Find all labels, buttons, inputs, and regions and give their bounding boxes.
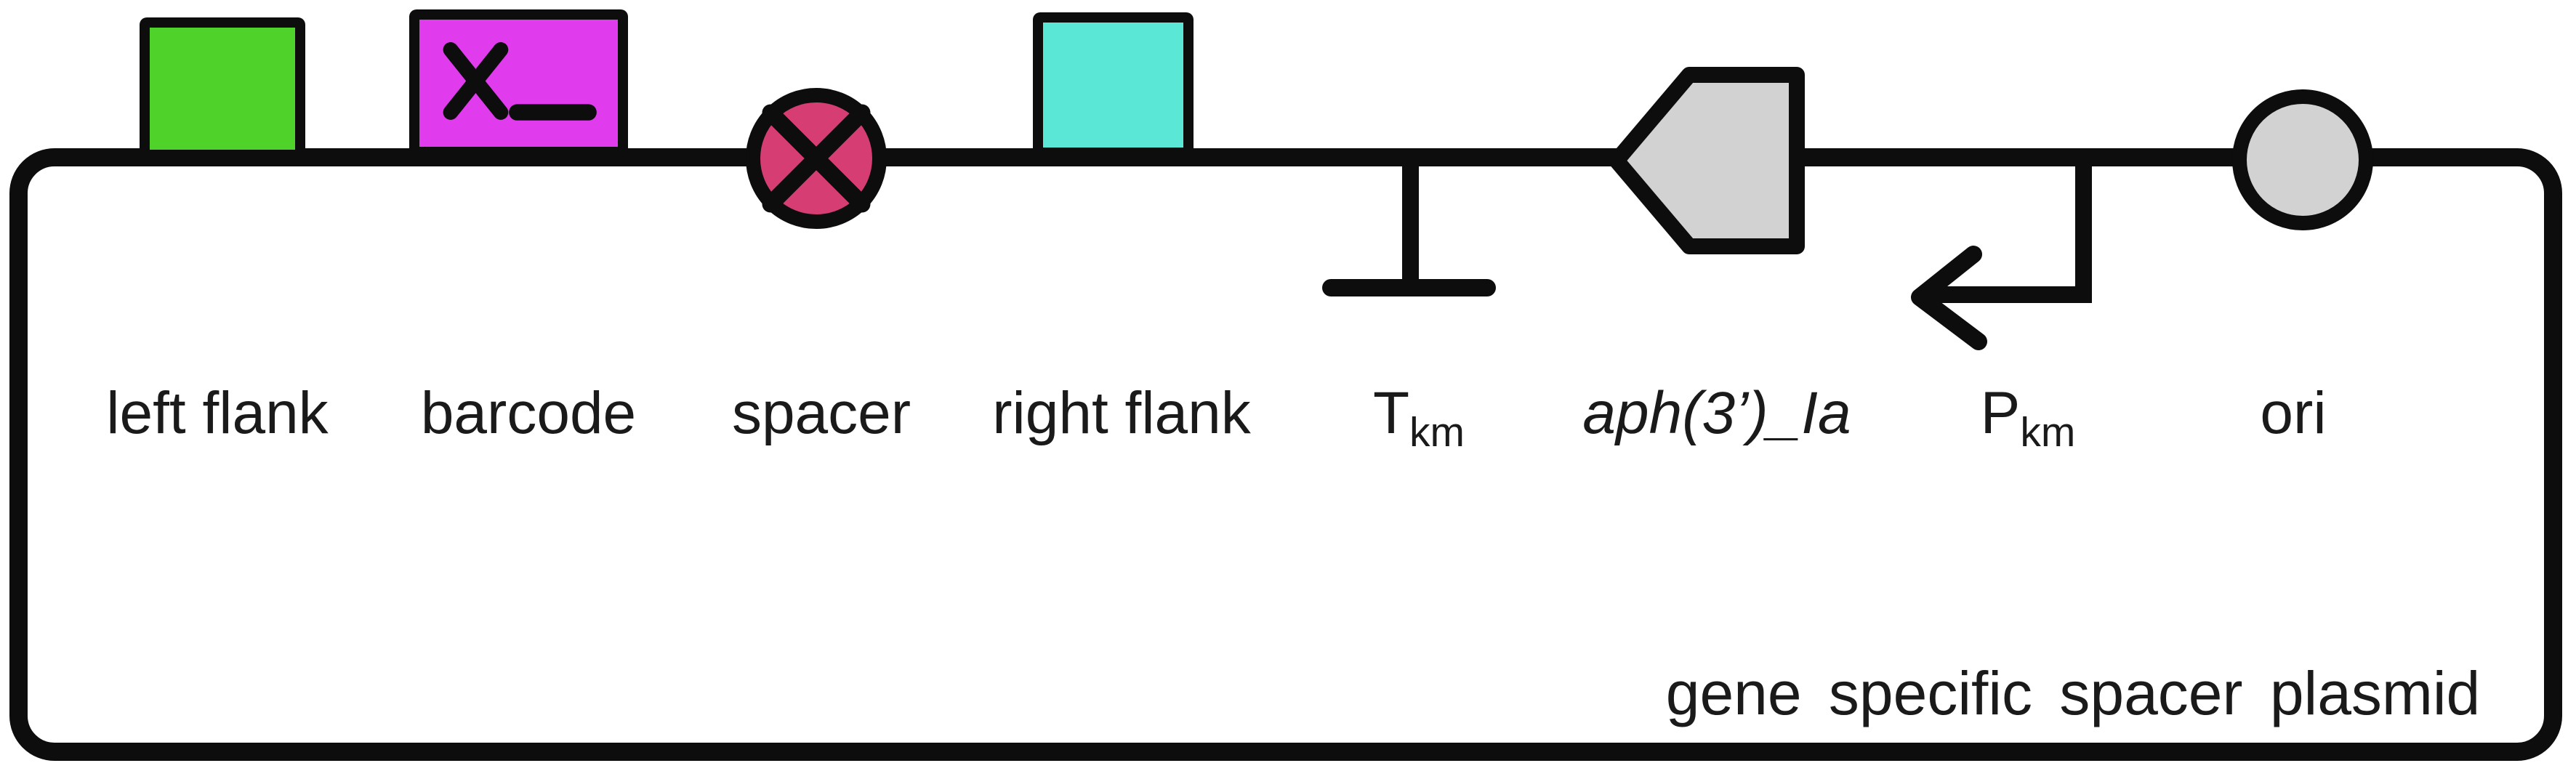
ori-circle: [2232, 89, 2373, 230]
right-flank-box: [1033, 12, 1194, 158]
label-terminator: Tkm: [1372, 380, 1465, 455]
plasmid-title: gene specific spacer plasmid: [1665, 659, 2481, 727]
label-terminator-subscript: km: [1409, 409, 1465, 456]
spacer-circle: [746, 88, 887, 229]
label-gene-aph3-ia: aph(3’)_Ia: [1582, 380, 1851, 446]
barcode-x-underscore-icon: [443, 42, 597, 121]
label-promoter-main: P: [1980, 380, 2021, 446]
barcode-box: [409, 9, 628, 157]
label-ori: ori: [2260, 380, 2327, 446]
label-barcode: barcode: [420, 380, 637, 446]
gene-arrow-left-icon: [1609, 67, 1805, 254]
terminator-bar: [1322, 279, 1496, 296]
plasmid-backbone-outline: [9, 148, 2562, 761]
promoter-arm: [1932, 286, 2092, 303]
left-flank-box: [140, 17, 305, 160]
promoter-stem: [2075, 157, 2092, 303]
label-promoter: Pkm: [1980, 380, 2076, 455]
label-left-flank: left flank: [106, 380, 329, 446]
label-spacer: spacer: [731, 380, 911, 446]
promoter-arrowhead-icon: [1911, 246, 1987, 350]
label-terminator-main: T: [1372, 380, 1410, 446]
spacer-x-cross-icon: [762, 104, 871, 213]
label-right-flank: right flank: [992, 380, 1251, 446]
label-promoter-subscript: km: [2020, 409, 2076, 456]
terminator-stem: [1402, 157, 1419, 282]
